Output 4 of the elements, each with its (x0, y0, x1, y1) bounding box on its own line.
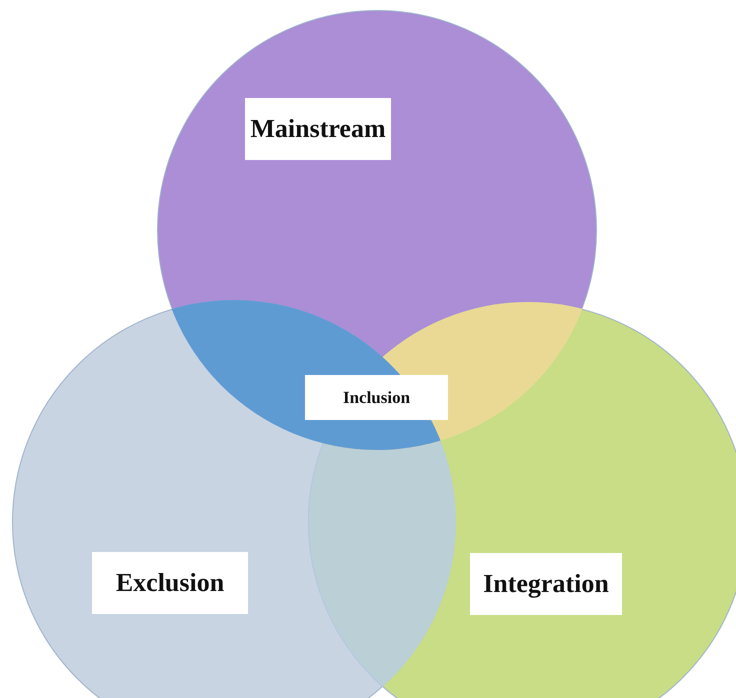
label-box: Inclusion (305, 375, 448, 420)
region-label: Integration (470, 553, 622, 615)
region-label: Exclusion (92, 552, 248, 614)
region-label: Mainstream (245, 98, 391, 160)
